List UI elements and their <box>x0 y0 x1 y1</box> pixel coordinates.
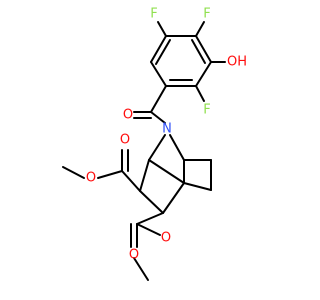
bond-c-o <box>97 170 123 179</box>
atom-label-oh: OH <box>227 55 247 70</box>
bond <box>162 182 185 214</box>
aromatic-ring <box>150 35 212 87</box>
bond <box>169 134 185 161</box>
bond <box>139 190 164 214</box>
bond-to-f <box>195 85 205 102</box>
atom-label-f: F <box>150 7 157 22</box>
bond-c-o <box>136 223 161 236</box>
bond <box>150 85 167 113</box>
bond <box>136 212 164 225</box>
bond-methyl <box>133 257 149 281</box>
atom-label-f: F <box>203 103 210 118</box>
bond-to-f <box>195 21 205 37</box>
atom-label-o: O <box>161 231 171 246</box>
bond <box>195 61 212 87</box>
bond <box>150 61 167 87</box>
atom-label-o: O <box>86 171 96 186</box>
atom-label-f: F <box>203 7 210 22</box>
bond <box>148 134 166 161</box>
atom-label-o: O <box>129 248 139 263</box>
bond-methyl <box>62 166 85 179</box>
bond <box>195 35 212 63</box>
bond-to-f <box>157 21 167 37</box>
bond <box>139 159 150 192</box>
bond <box>150 35 167 63</box>
bond <box>148 159 185 184</box>
structure-svg: F F OH F O N O O O O <box>62 7 247 281</box>
bond <box>183 182 212 191</box>
atom-label-n: N <box>162 122 172 137</box>
atom-label-o: O <box>120 133 130 148</box>
molecule-diagram: F F OH F O N O O O O <box>62 6 248 281</box>
bond-c-n <box>150 111 166 124</box>
atom-label-o: O <box>123 108 133 123</box>
bond <box>155 39 171 65</box>
bond <box>191 39 206 64</box>
bond <box>121 170 141 192</box>
